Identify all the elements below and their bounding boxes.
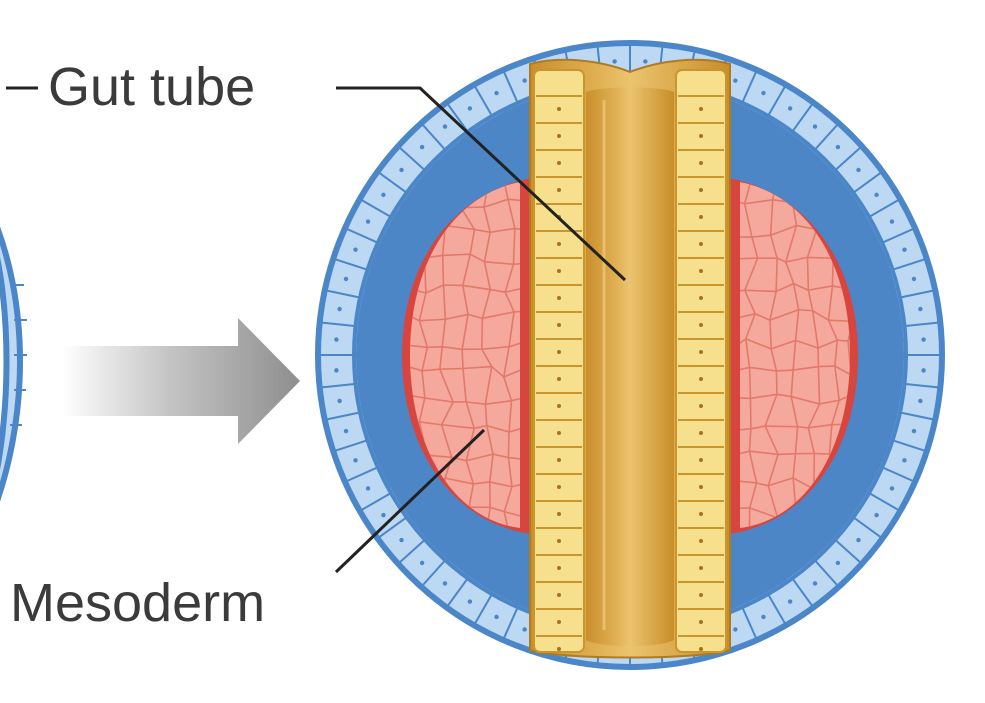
mesoderm-label: Mesoderm [10, 573, 266, 633]
arrow-right-icon [62, 318, 300, 444]
mesoderm-cell-pattern [410, 182, 520, 528]
previous-stage-embryo [0, 226, 27, 502]
gut-tube-leader-line [6, 86, 627, 282]
gut-tube-label: Gut tube [48, 57, 256, 117]
mesoderm-left [402, 178, 532, 534]
mesoderm-leader-line [334, 428, 486, 574]
gut-tube [529, 58, 731, 659]
